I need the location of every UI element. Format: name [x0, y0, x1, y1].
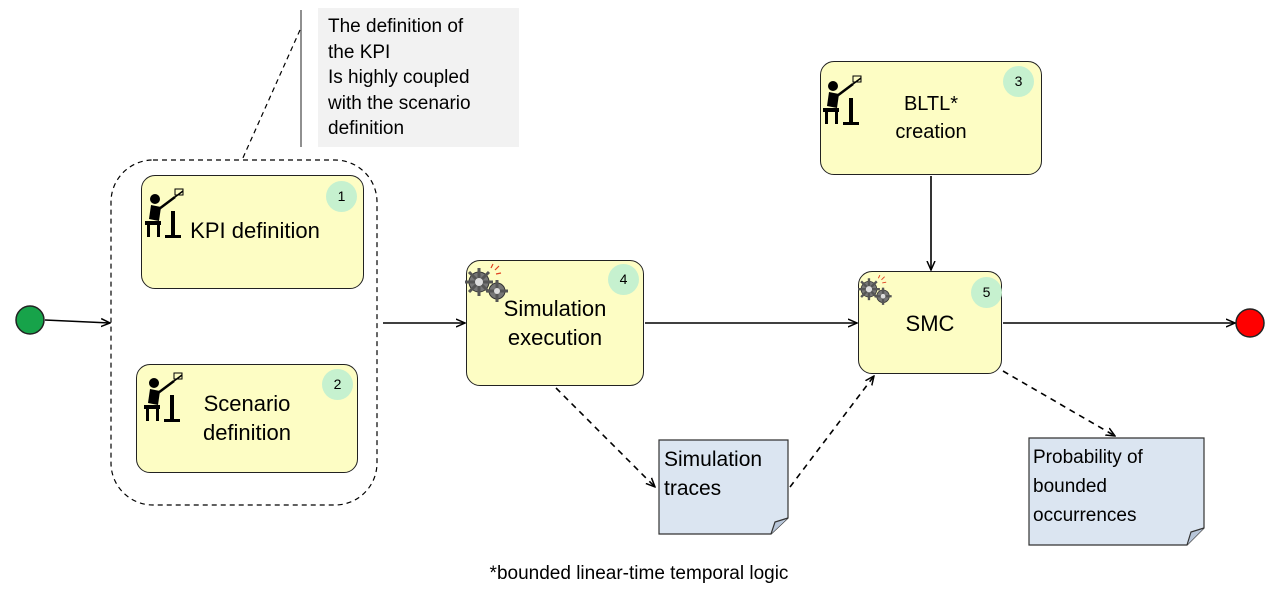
dataflow-simulation-to-traces	[555, 387, 655, 487]
simulation-traces-label: Simulation traces	[664, 448, 763, 500]
activity-simulation-execution-label: Simulation execution	[503, 296, 607, 350]
step-badge-1: 1	[326, 181, 357, 212]
step-badge-3: 3	[1003, 66, 1034, 97]
human-worker-icon	[145, 188, 184, 238]
activity-bltl-creation-label: BLTL* creation	[895, 93, 967, 143]
activity-scenario-definition-label: Scenario definition	[202, 391, 292, 445]
note-callout-line	[241, 29, 301, 161]
bltl-footnote: *bounded linear-time temporal logic	[489, 563, 789, 584]
gears-icon	[858, 274, 892, 305]
end-node	[1235, 308, 1265, 338]
activity-smc-label: SMC	[905, 311, 955, 336]
step-badge-2: 2	[322, 369, 353, 400]
gears-icon	[465, 263, 508, 302]
activity-kpi-definition-label: KPI definition	[190, 218, 320, 243]
probability-document-fold	[1186, 527, 1205, 546]
definition-group-frame	[110, 159, 378, 506]
coupling-note	[318, 8, 519, 147]
flow-start-to-group	[44, 320, 110, 323]
step-badge-5: 5	[971, 277, 1002, 308]
dataflow-smc-to-probability	[1002, 370, 1115, 436]
human-worker-icon	[144, 372, 183, 422]
start-node	[15, 305, 45, 335]
coupling-note-text: The definition of the KPI Is highly coup…	[328, 16, 471, 139]
step-badge-4: 4	[608, 264, 639, 295]
human-worker-icon	[823, 75, 862, 125]
traces-document-fold	[770, 517, 789, 535]
dataflow-traces-to-smc	[789, 376, 874, 488]
probability-of-bounded-occurrences-label: Probability of bounded occurrences	[1033, 447, 1143, 526]
